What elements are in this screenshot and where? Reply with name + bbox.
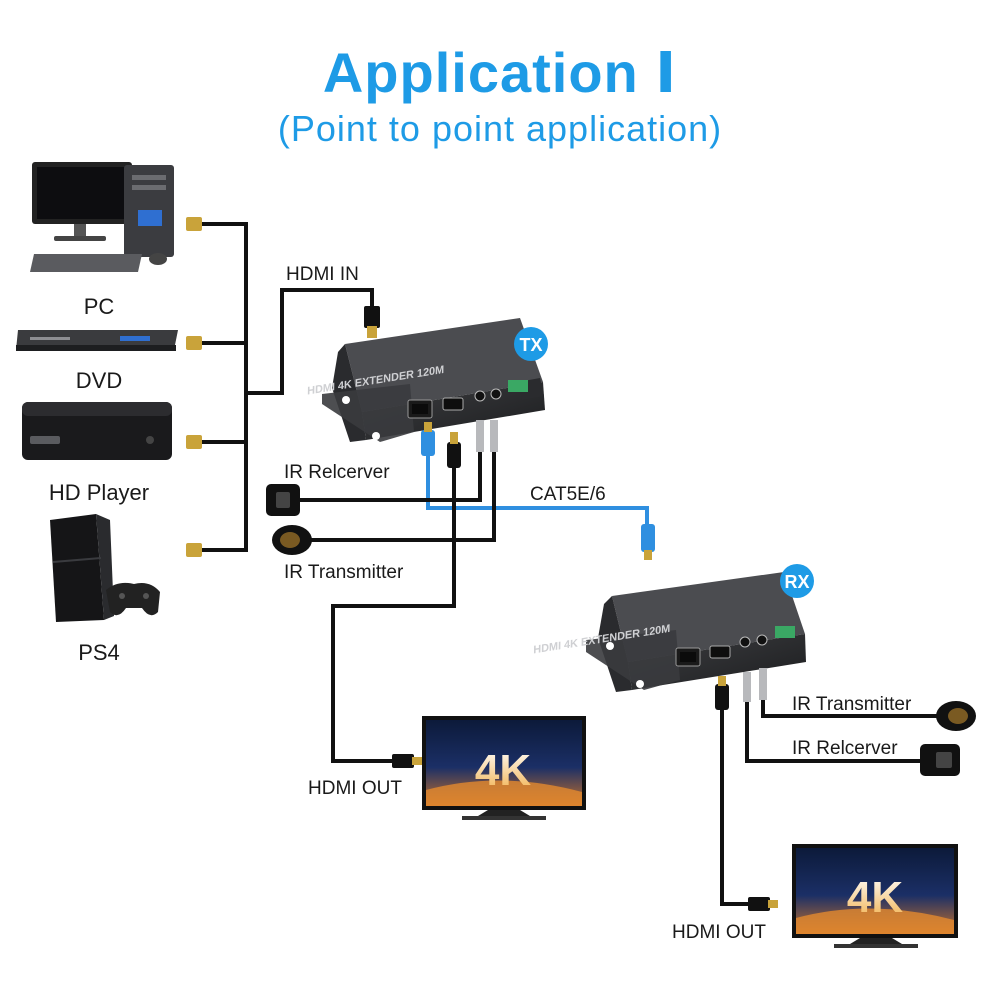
rx-plugs <box>715 668 778 911</box>
pc-icon <box>30 162 174 272</box>
label-ir-transmitter-tx: IR Transmitter <box>284 562 404 583</box>
ir-receiver-icon-rx <box>920 744 960 776</box>
ir-transmitter-icon-rx <box>936 701 976 731</box>
label-hdmi-in: HDMI IN <box>286 264 359 285</box>
rx-ir-cables <box>745 700 940 763</box>
tx-badge-text: TX <box>519 335 542 355</box>
label-pc: PC <box>83 294 115 319</box>
tv-1-screen-text: 4K <box>475 746 531 795</box>
page-subtitle: (Point to point application) <box>277 108 723 149</box>
label-hdmi-out-tx: HDMI OUT <box>308 778 402 799</box>
dvd-icon <box>16 330 178 351</box>
label-hdmi-out-rx: HDMI OUT <box>672 922 766 943</box>
rx-hdmi-out-cable <box>720 710 748 906</box>
ir-transmitter-icon-tx <box>272 525 312 555</box>
tx-plugs <box>392 420 655 768</box>
rx-badge: RX <box>780 564 814 598</box>
ps4-icon <box>50 514 160 622</box>
label-hd-player: HD Player <box>48 480 150 505</box>
tx-ir-cables <box>300 450 496 542</box>
tx-lan-cable <box>426 452 649 524</box>
label-dvd: DVD <box>75 368 123 393</box>
tv-2-screen-text: 4K <box>847 873 903 922</box>
label-cat: CAT5E/6 <box>530 484 606 505</box>
tv-2: 4K <box>792 844 958 948</box>
ir-receiver-icon-tx <box>266 484 300 516</box>
tv-1: 4K <box>422 716 586 820</box>
hd-player-icon <box>22 402 172 460</box>
source-cables <box>200 222 374 552</box>
label-ir-transmitter-rx: IR Transmitter <box>792 694 912 715</box>
hdmi-plugs-sources <box>186 217 380 557</box>
label-ir-receiver-tx: IR Relcerver <box>284 462 390 483</box>
label-ir-receiver-rx: IR Relcerver <box>792 738 898 759</box>
tx-hdmi-out-cable <box>331 466 456 763</box>
rx-badge-text: RX <box>784 572 809 592</box>
page-title: Application Ⅰ <box>322 41 678 104</box>
label-ps4: PS4 <box>78 640 120 665</box>
tx-badge: TX <box>514 327 548 361</box>
tx-extender-unit: HDMI 4K EXTENDER 120M <box>307 318 545 442</box>
